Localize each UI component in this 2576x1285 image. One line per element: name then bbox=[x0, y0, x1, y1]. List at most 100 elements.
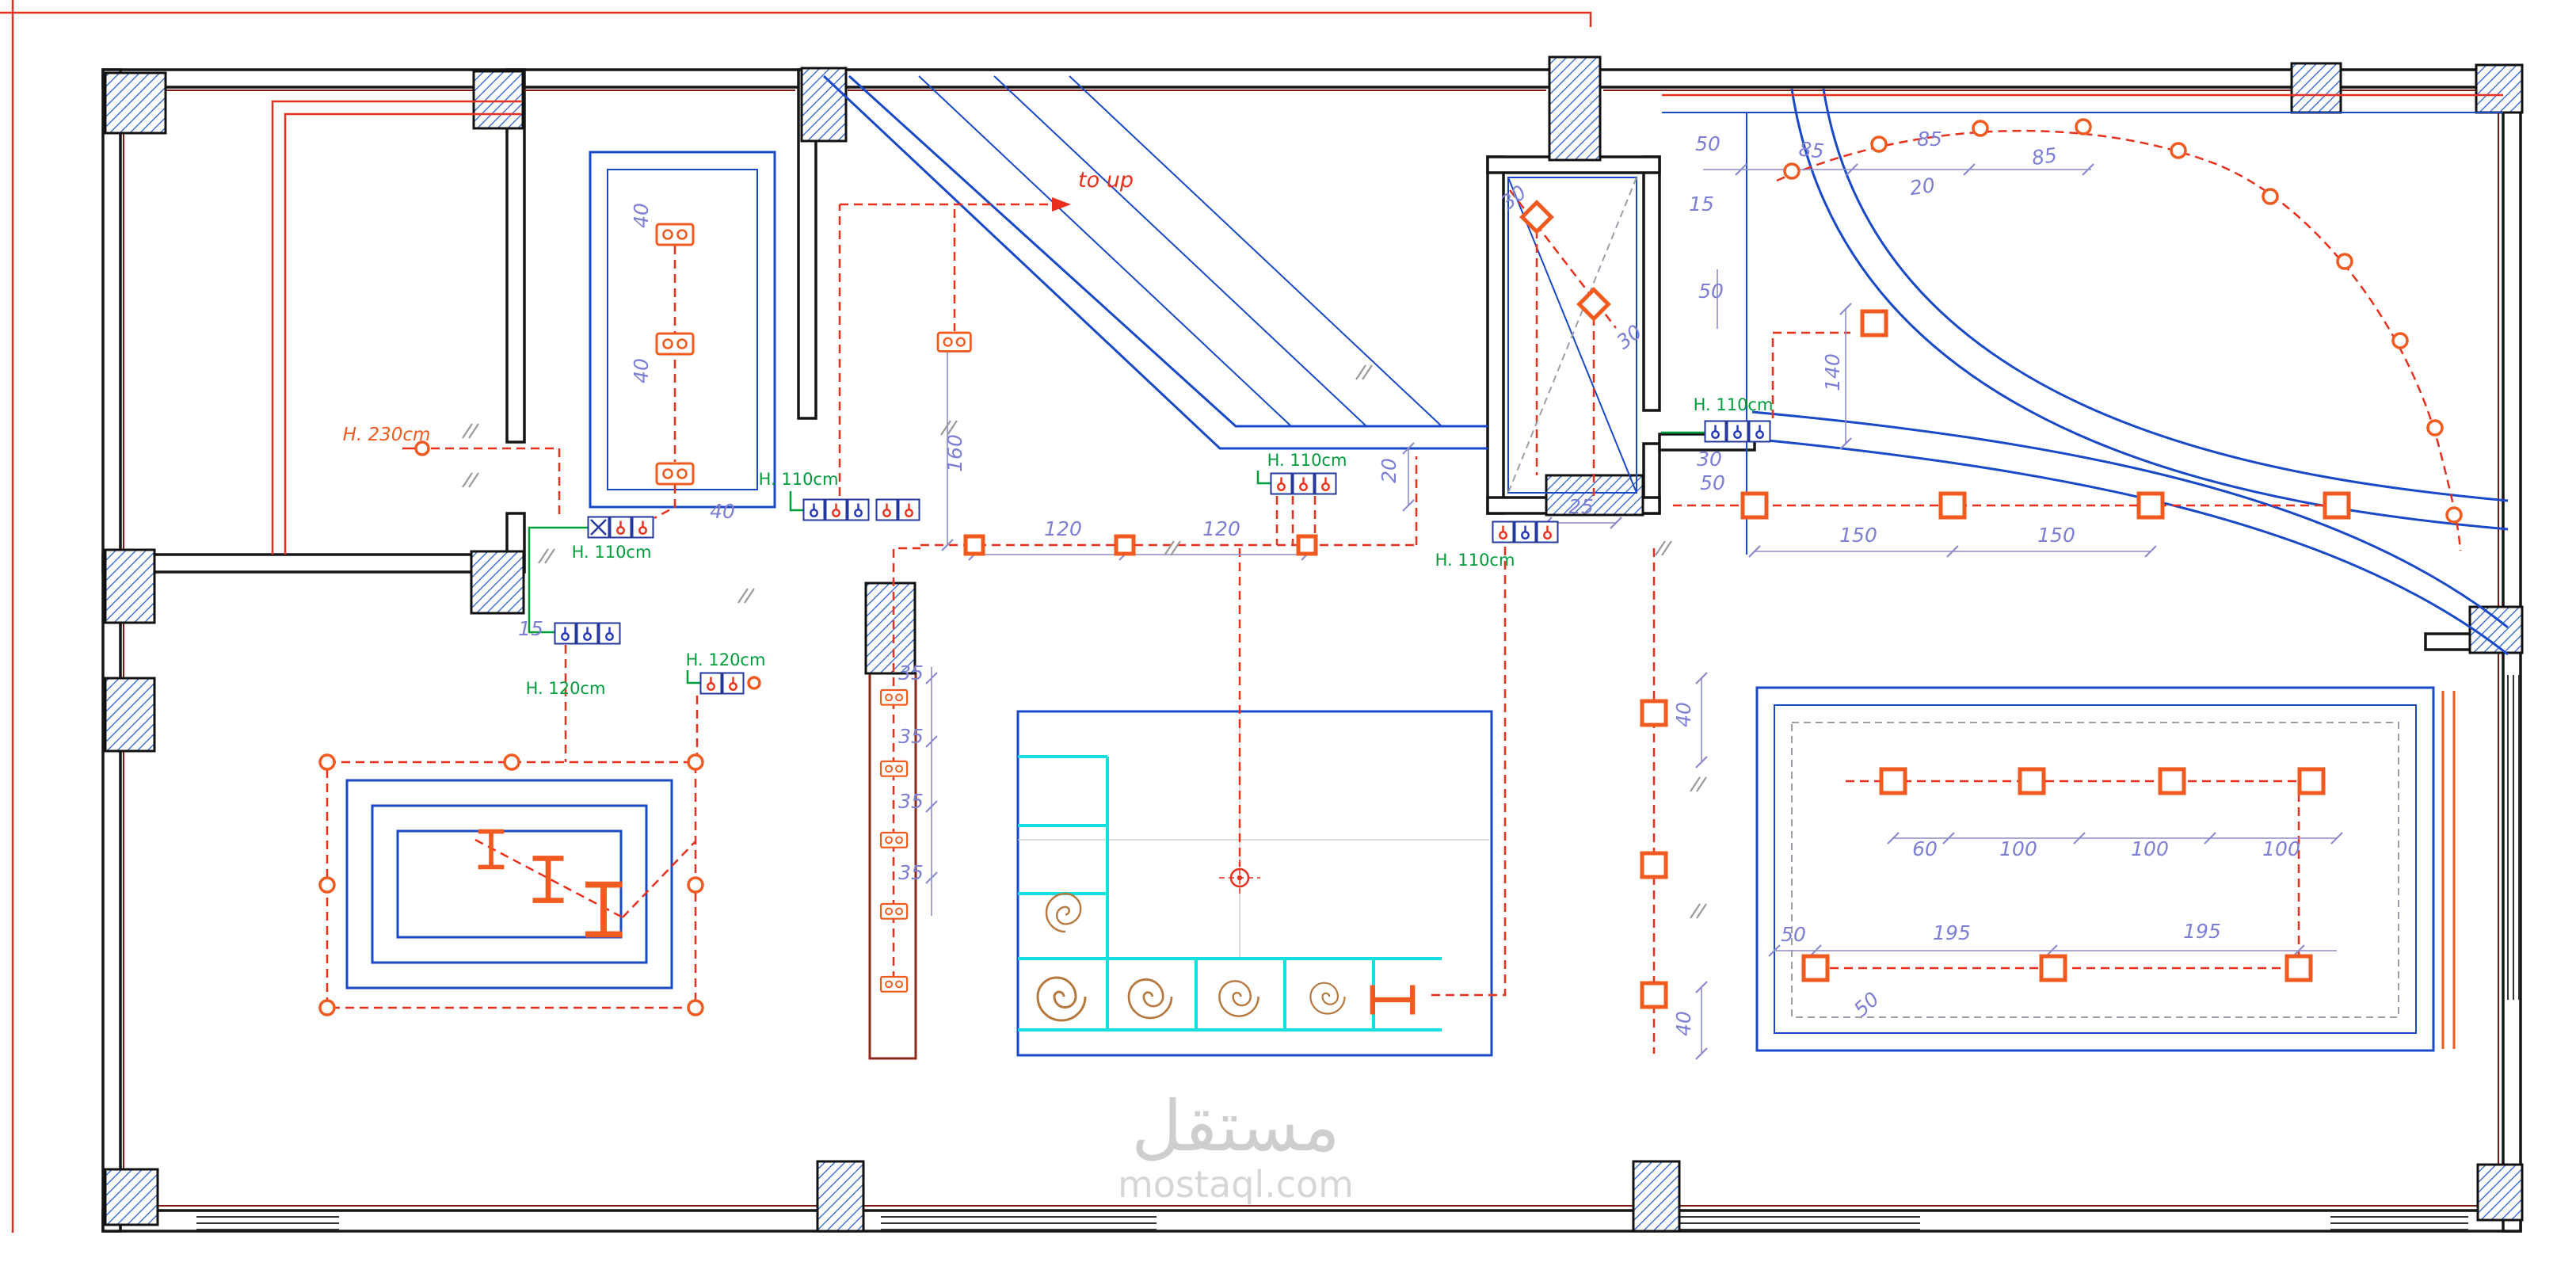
break-mark bbox=[537, 547, 556, 565]
spotlight-circles bbox=[318, 118, 2463, 1016]
column bbox=[2468, 605, 2524, 654]
dimension-label: 15 bbox=[1689, 193, 1714, 215]
break-mark bbox=[1654, 540, 1673, 557]
break-mark bbox=[1689, 776, 1708, 793]
walls-layer bbox=[101, 68, 2522, 1233]
socket-symbol bbox=[879, 760, 909, 777]
switch-cell bbox=[1536, 520, 1559, 543]
column bbox=[472, 70, 524, 130]
column bbox=[816, 1160, 865, 1233]
spotlight-circle bbox=[2262, 188, 2279, 205]
dimension-label: 35 bbox=[898, 861, 924, 884]
switch-cell bbox=[1270, 472, 1293, 495]
dimension-label: 35 bbox=[898, 790, 924, 813]
spotlight-circle bbox=[2170, 142, 2187, 159]
dimension-label: 85 bbox=[1917, 128, 1942, 151]
elevator-diamond bbox=[1576, 287, 1611, 322]
dimension-label: 15 bbox=[518, 617, 543, 640]
dimension-label: 30 bbox=[1612, 320, 1646, 353]
pendant-icon bbox=[747, 676, 761, 690]
to-up-arrow bbox=[1052, 197, 1071, 212]
dimension-label: 40 bbox=[630, 203, 653, 228]
spotlight-square bbox=[1938, 491, 1967, 520]
dimension-label: 100 bbox=[2262, 837, 2300, 860]
spotlight-square bbox=[1860, 309, 1888, 337]
height-label: H. 110cm bbox=[572, 543, 652, 562]
dimension-label: 50 bbox=[1695, 132, 1721, 155]
spotlight-circle bbox=[2336, 253, 2353, 270]
spotlight-circle bbox=[318, 753, 336, 771]
annotation-label: H. 230cm bbox=[343, 425, 431, 445]
spotlight-square bbox=[1879, 767, 1907, 795]
dimension-label: 50 bbox=[1781, 923, 1806, 946]
switch-cell bbox=[1704, 420, 1727, 443]
spotlight-circle bbox=[687, 876, 704, 894]
dimension-label: 85 bbox=[1798, 137, 1826, 162]
dimension-label: 35 bbox=[898, 662, 924, 684]
dimension-label: 40 bbox=[710, 500, 735, 523]
switch-group bbox=[554, 420, 1771, 695]
elevator-diamond bbox=[1519, 200, 1554, 235]
dimension-label: 35 bbox=[898, 725, 924, 748]
column bbox=[1632, 1160, 1681, 1233]
socket-symbol bbox=[936, 331, 972, 353]
break-mark bbox=[461, 422, 480, 440]
column bbox=[800, 67, 848, 143]
burner-spiral bbox=[1309, 982, 1346, 1015]
spotlight-square bbox=[2323, 491, 2351, 520]
dimension-label: 40 bbox=[630, 358, 653, 383]
switch-cell bbox=[1726, 420, 1749, 443]
dimension-label: 195 bbox=[2183, 920, 2221, 943]
burner-spiral bbox=[1127, 978, 1173, 1020]
column bbox=[2290, 62, 2342, 114]
wall-light-circle bbox=[414, 440, 430, 456]
dimension-label: 100 bbox=[1999, 837, 2037, 860]
border-layer bbox=[0, 0, 1592, 1233]
spotlight-circle bbox=[2075, 118, 2092, 135]
dimension-label: 140 bbox=[1821, 353, 1844, 391]
break-mark bbox=[939, 419, 958, 437]
break-mark bbox=[1355, 364, 1374, 381]
switch-cell bbox=[576, 622, 599, 645]
switch-cell bbox=[847, 498, 870, 521]
spotlight-circle bbox=[2426, 419, 2444, 437]
dimension-label: 150 bbox=[1839, 524, 1877, 547]
break-mark bbox=[1689, 902, 1708, 920]
dimension-label: 160 bbox=[943, 434, 966, 472]
height-label: H. 110cm bbox=[1694, 395, 1774, 414]
column bbox=[864, 581, 916, 675]
dimension-label: 20 bbox=[1908, 173, 1937, 200]
junction-box bbox=[1114, 534, 1136, 556]
break-mark bbox=[737, 587, 756, 604]
switch-cell bbox=[1314, 472, 1337, 495]
to-up-label: to up bbox=[1078, 168, 1134, 193]
dimension-label: 85 bbox=[2030, 143, 2059, 170]
ceiling-layer bbox=[345, 74, 2509, 1057]
socket-symbol bbox=[879, 831, 909, 848]
height-label: H. 110cm bbox=[1267, 451, 1347, 470]
spotlight-square bbox=[1801, 954, 1830, 982]
spotlight-square bbox=[2018, 767, 2046, 795]
switch-cell bbox=[1492, 520, 1515, 543]
spotlight-squares bbox=[1640, 309, 2351, 1009]
dimension-label: 40 bbox=[1672, 702, 1695, 727]
spotlight-square bbox=[2039, 954, 2067, 982]
switch-cell bbox=[609, 516, 632, 539]
burner-spiral bbox=[1218, 980, 1259, 1017]
wiring-layer bbox=[271, 93, 2503, 1054]
ceiling-fan-symbol bbox=[1218, 858, 1262, 898]
columns-layer bbox=[104, 55, 2524, 1233]
spotlight-circle bbox=[1870, 135, 1888, 153]
switch-cell bbox=[598, 622, 621, 645]
column bbox=[104, 548, 156, 624]
socket-symbol bbox=[879, 902, 909, 920]
spotlight-circle bbox=[687, 999, 704, 1016]
spotlight-circle bbox=[318, 876, 336, 894]
switch-cell bbox=[875, 498, 898, 521]
ibeam-fixture bbox=[535, 858, 561, 900]
switch-cell bbox=[631, 516, 654, 539]
spotlight-square bbox=[2297, 767, 2326, 795]
dimension-label: 120 bbox=[1044, 517, 1082, 540]
